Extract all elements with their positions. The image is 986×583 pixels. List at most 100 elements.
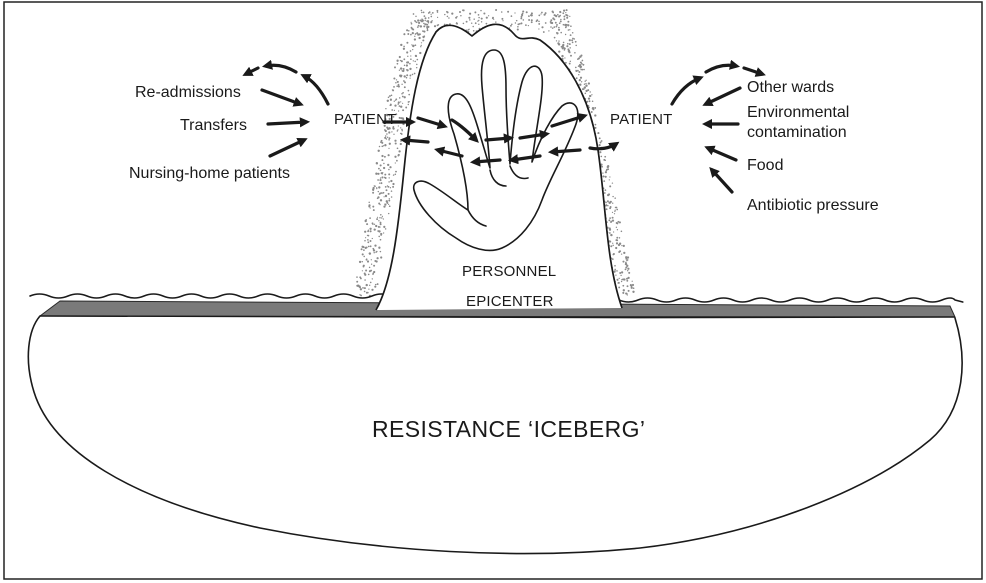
stipple-dot [369, 285, 370, 286]
stipple-dot [376, 162, 378, 164]
stipple-dot [391, 190, 393, 192]
stipple-dot [392, 89, 393, 90]
stipple-dot [409, 63, 411, 65]
stipple-dot [612, 220, 614, 222]
stipple-dot [599, 144, 601, 146]
stipple-dot [380, 182, 382, 184]
stipple-dot [395, 142, 397, 144]
stipple-dot [394, 104, 396, 106]
stipple-dot [572, 38, 574, 40]
stipple-dot [521, 22, 523, 24]
stipple-dot [572, 32, 574, 34]
stipple-dot [387, 137, 388, 138]
stipple-dot [372, 248, 374, 250]
stipple-dot [418, 25, 420, 27]
stipple-dot [622, 261, 624, 263]
stipple-dot [400, 67, 402, 69]
stipple-dot [579, 65, 581, 67]
stipple-dot [584, 86, 586, 88]
stipple-dot [424, 20, 425, 21]
stipple-dot [378, 202, 380, 204]
stipple-dot [609, 217, 611, 219]
stipple-dot [375, 260, 377, 262]
arrow-icon [552, 150, 580, 152]
stipple-dot [394, 140, 396, 142]
stipple-dot [406, 64, 408, 66]
stipple-dot [501, 11, 503, 13]
stipple-dot [406, 42, 408, 44]
stipple-dot [368, 274, 370, 276]
arrow-icon [474, 160, 500, 162]
stipple-dot [378, 168, 380, 170]
water-wave-left [30, 294, 395, 298]
stipple-dot [522, 13, 524, 15]
stipple-dot [578, 71, 580, 73]
stipple-dot [627, 294, 628, 295]
stipple-dot [403, 33, 405, 35]
stipple-dot [364, 274, 366, 276]
stipple-dot [377, 283, 379, 285]
stipple-dot [362, 261, 363, 262]
stipple-dot [616, 222, 618, 224]
stipple-dot [478, 17, 479, 18]
stipple-dot [366, 259, 368, 261]
arrow-icon [270, 140, 304, 156]
stipple-dot [414, 61, 416, 63]
stipple-dot [369, 204, 371, 206]
stipple-dot [486, 23, 488, 25]
arrow-icon [706, 88, 740, 104]
stipple-dot [395, 171, 397, 173]
stipple-dot [630, 284, 632, 286]
stipple-dot [368, 202, 369, 203]
stipple-dot [409, 68, 411, 70]
stipple-dot [364, 240, 366, 242]
stipple-dot [488, 15, 489, 16]
stipple-dot [569, 39, 571, 41]
stipple-dot [519, 23, 521, 25]
stipple-dot [372, 206, 374, 208]
stipple-dot [380, 256, 382, 258]
stipple-dot [386, 189, 388, 191]
stipple-dot [406, 29, 408, 31]
stipple-dot [436, 10, 438, 12]
stipple-dot [591, 111, 593, 113]
stipple-dot [385, 195, 387, 197]
stipple-dot [619, 272, 621, 274]
stipple-dot [544, 14, 546, 16]
stipple-dot [530, 14, 532, 16]
stipple-dot [617, 221, 619, 223]
stipple-dot [585, 85, 587, 87]
stipple-dot [380, 239, 382, 241]
stipple-dot [387, 100, 389, 102]
stipple-dot [369, 270, 371, 272]
stipple-dot [370, 230, 372, 232]
stipple-dot [623, 252, 625, 254]
stipple-dot [402, 96, 404, 98]
stipple-dot [412, 32, 414, 34]
stipple-dot [424, 15, 426, 17]
stipple-dot [406, 77, 408, 79]
stipple-dot [556, 40, 557, 41]
stipple-dot [627, 270, 628, 271]
stipple-dot [626, 278, 628, 280]
stipple-dot [423, 23, 425, 25]
stipple-dot [361, 246, 363, 248]
stipple-dot [595, 127, 597, 129]
stipple-dot [374, 185, 375, 186]
stipple-dot [625, 266, 627, 268]
stipple-dot [591, 94, 592, 95]
stipple-dot [434, 25, 436, 27]
label-patient-right: PATIENT [610, 111, 673, 128]
stipple-dot [385, 108, 386, 109]
stipple-dot [507, 11, 509, 13]
stipple-dot [388, 148, 389, 149]
stipple-dot [367, 292, 369, 294]
stipple-dot [595, 124, 597, 126]
stipple-dot [394, 101, 395, 102]
stipple-dot [570, 61, 571, 62]
label-environmental: Environmental [747, 104, 849, 121]
stipple-dot [372, 189, 374, 191]
stipple-dot [619, 278, 620, 279]
stipple-dot [616, 237, 618, 239]
stipple-dot [528, 25, 529, 26]
